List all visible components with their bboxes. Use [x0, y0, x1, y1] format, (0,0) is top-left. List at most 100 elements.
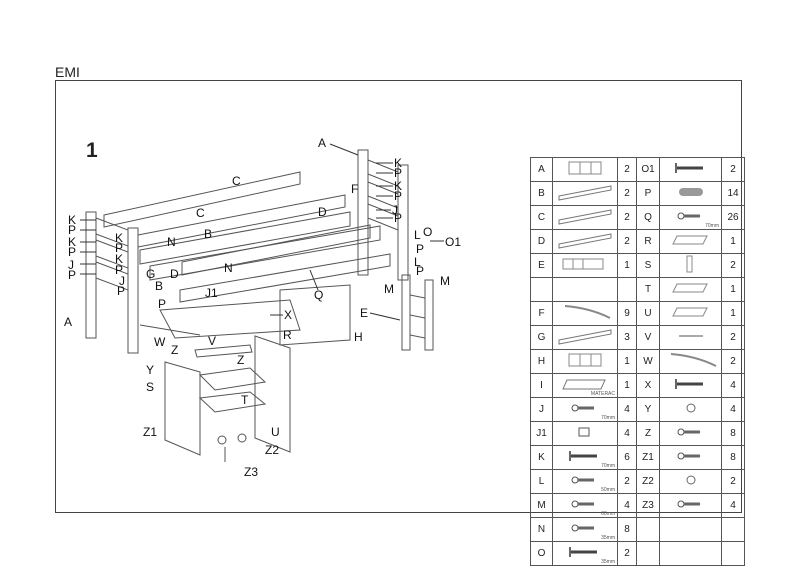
hardware-cams — [217, 433, 247, 462]
part-quantity: 4 — [721, 493, 745, 518]
label-d: D — [170, 267, 179, 281]
part-quantity: 1 — [617, 253, 637, 278]
part-letter: G — [530, 325, 553, 350]
right-end-frame — [357, 149, 409, 281]
bolt-icon — [674, 379, 703, 389]
slat-icon — [670, 353, 716, 367]
screw-icon — [571, 500, 594, 508]
part-letter: W — [636, 349, 660, 374]
slat-icon — [564, 305, 611, 319]
part-image — [659, 277, 722, 302]
part-quantity: 4 — [721, 373, 745, 398]
part-letter: B — [530, 181, 553, 206]
panel-icon — [671, 235, 708, 245]
part-image — [552, 181, 618, 206]
label-a: A — [64, 315, 73, 329]
part-letter: H — [530, 349, 553, 374]
part-quantity: 6 — [617, 445, 637, 470]
label-k: K — [115, 231, 124, 245]
left-end-frame — [85, 211, 139, 354]
frame-icon — [568, 353, 602, 367]
label-j1: J1 — [205, 286, 218, 300]
screw-icon — [677, 500, 700, 508]
screw-icon — [677, 428, 700, 436]
part-image — [659, 229, 722, 254]
part-letter: A — [530, 157, 553, 182]
cam-icon — [686, 403, 695, 413]
part-letter: F — [530, 301, 553, 326]
label-p: P — [394, 189, 403, 203]
part-letter: R — [636, 229, 660, 254]
part-size: 70mm — [601, 463, 615, 469]
part-letter: Q — [636, 205, 660, 230]
label-k: K — [394, 179, 403, 193]
part-quantity — [721, 541, 745, 566]
part-quantity: 1 — [721, 229, 745, 254]
label-r: R — [283, 328, 292, 342]
part-image: 35mm — [552, 517, 618, 542]
part-size: 70mm — [601, 415, 615, 421]
part-letter: Z1 — [636, 445, 660, 470]
part-quantity: 14 — [721, 181, 745, 206]
part-letter: O1 — [636, 157, 660, 182]
part-letter: K — [530, 445, 553, 470]
label-o1: O1 — [445, 235, 462, 249]
label-z2: Z2 — [265, 443, 280, 457]
label-p: P — [394, 166, 403, 180]
label-g: G — [146, 267, 156, 281]
screw-icon — [677, 452, 700, 460]
part-letter: P — [636, 181, 660, 206]
part-letter: Z — [636, 421, 660, 446]
part-quantity: 8 — [617, 517, 637, 542]
part-quantity: 1 — [721, 301, 745, 326]
label-z: Z — [237, 353, 245, 367]
label-y: Y — [146, 363, 155, 377]
part-letter: J1 — [530, 421, 553, 446]
label-l: L — [414, 228, 421, 242]
bolt-icon — [674, 163, 703, 173]
step-number: 1 — [86, 139, 98, 162]
label-p: P — [68, 268, 77, 282]
bolt-icon — [569, 451, 597, 461]
part-letter: L — [530, 469, 553, 494]
part-letter: I — [530, 373, 553, 398]
part-image — [552, 301, 618, 326]
label-x: X — [284, 308, 293, 322]
part-image — [659, 421, 722, 446]
label-p: P — [115, 263, 124, 277]
board-icon — [558, 209, 612, 225]
part-image: 35mm — [552, 541, 618, 566]
part-image: MATERAC — [552, 373, 618, 398]
part-image — [659, 469, 722, 494]
part-image — [659, 517, 722, 542]
part-image — [659, 181, 722, 206]
part-image — [659, 493, 722, 518]
part-image — [659, 541, 722, 566]
label-u: U — [271, 425, 280, 439]
part-image — [659, 349, 722, 374]
label-o: O — [423, 225, 433, 239]
label-k: K — [394, 156, 403, 170]
label-p: P — [416, 264, 425, 278]
label-z3: Z3 — [244, 465, 259, 479]
label-p: P — [115, 241, 124, 255]
upright-icon — [686, 255, 692, 273]
board-icon — [558, 329, 612, 345]
label-k: K — [68, 235, 77, 249]
part-image — [552, 421, 618, 446]
label-m: M — [440, 274, 450, 288]
label-h: H — [354, 330, 363, 344]
label-j: J — [119, 274, 125, 288]
thin-icon — [678, 335, 703, 337]
part-quantity: 2 — [617, 541, 637, 566]
label-a: A — [318, 136, 327, 150]
part-letter: Z2 — [636, 469, 660, 494]
